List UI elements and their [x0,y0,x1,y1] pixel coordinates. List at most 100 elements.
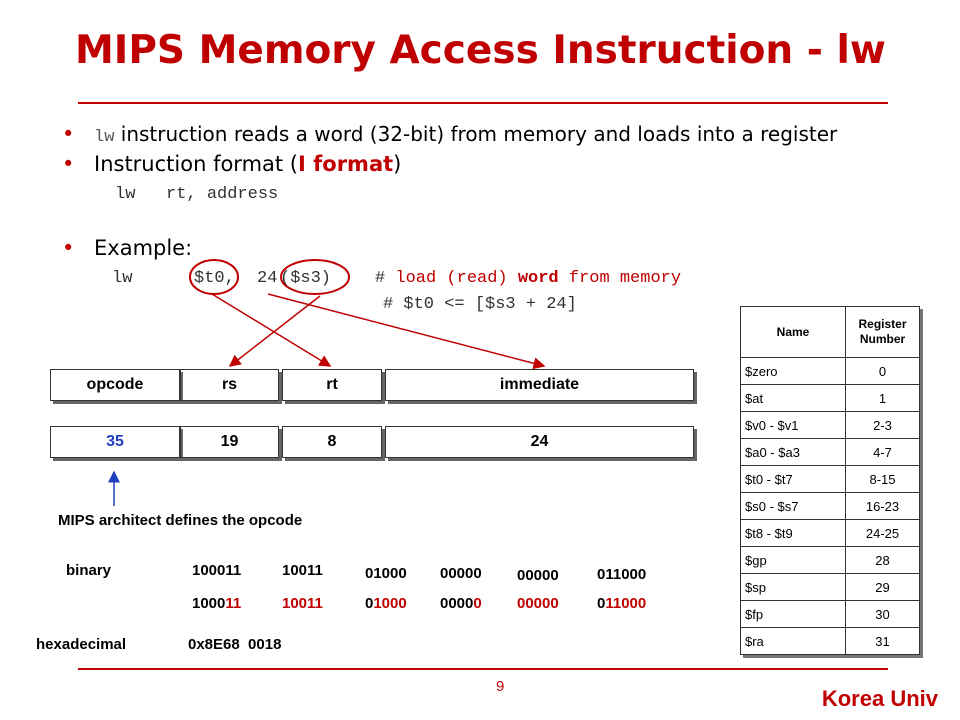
format-post: ) [393,152,402,176]
example-base: ($s3) [280,269,332,288]
example-comment: # load (read) word from memory [375,269,681,288]
bullet-dot-icon: • [62,152,75,176]
example-offset: 24 [257,269,278,288]
bullet-instruction-format: • Instruction format (I format) [62,152,401,176]
header-name: Name [740,306,846,358]
binary-row1-imm1: 00000 [440,565,482,582]
binary-row1-opcode: 100011 [192,562,242,579]
comment-hash: # [375,269,386,288]
format-pre: Instruction format ( [94,152,299,176]
bits-red: 11000 [605,595,647,612]
reg-number: 31 [845,627,920,655]
bits-red: 11 [225,595,242,612]
binary-row2-g5: 00000 [517,595,559,612]
reg-name: $ra [740,627,846,655]
binary-row2-g2: 10011 [282,595,323,612]
reg-number: 24-25 [845,519,920,547]
footer-brand: Korea Univ [821,686,938,711]
field-value-immediate: 24 [385,426,694,458]
binary-row1-rt: 01000 [365,565,407,582]
register-table-header: Name Register Number [740,306,920,358]
reg-name: $t0 - $t7 [740,465,846,493]
reg-number: 29 [845,573,920,601]
bits-red: 10011 [282,595,323,612]
field-value-rt: 8 [282,426,382,458]
binary-row2-g1: 100011 [192,595,241,612]
reg-number: 16-23 [845,492,920,520]
binary-row1-rs: 10011 [282,562,323,579]
reg-number: 4-7 [845,438,920,466]
bits-black: 0000 [440,595,474,612]
bits-red: 0 [473,595,482,612]
bullet-dot-icon: • [62,236,75,260]
reg-number: 0 [845,357,920,385]
bits-black: 0 [365,595,374,612]
bits-red: 00000 [517,595,559,612]
reg-name: $a0 - $a3 [740,438,846,466]
binary-label: binary [66,562,112,579]
field-label-opcode: opcode [50,369,180,401]
example-comment-2: # $t0 <= [$s3 + 24] [383,295,577,314]
comment-load: load (read) [395,269,508,288]
hex-value: 0x8E68 0018 [188,636,282,653]
reg-name: $v0 - $v1 [740,411,846,439]
lw-description-text: instruction reads a word (32-bit) from m… [114,122,838,146]
reg-name: $zero [740,357,846,385]
bits-red: 1000 [373,595,407,612]
page-number: 9 [496,678,505,695]
slide-title: MIPS Memory Access Instruction - lw [75,28,886,73]
reg-number: 1 [845,384,920,412]
arrow-s3-to-rs [228,295,321,367]
header-register-number: Register Number [845,306,920,358]
binary-row2-g6: 011000 [597,595,646,612]
format-emphasis: I format [298,152,394,176]
reg-number: 8-15 [845,465,920,493]
hex-label: hexadecimal [36,636,127,653]
example-rt: $t0, [194,269,235,288]
example-op: lw [112,269,133,288]
opcode-note: MIPS architect defines the opcode [58,512,303,529]
field-label-immediate: immediate [385,369,694,401]
bits-black: 1000 [192,595,226,612]
footer-divider [78,668,888,670]
t0-circle [189,259,239,295]
bits-black: 0 [597,595,606,612]
s3-circle [280,259,350,295]
reg-number: 2-3 [845,411,920,439]
field-label-rs: rs [180,369,279,401]
arrow-offset-to-imm [267,293,546,370]
comment-from: from memory [568,269,682,288]
arrow-t0-to-rt [211,293,332,367]
reg-name: $t8 - $t9 [740,519,846,547]
comment-word: word [517,269,559,288]
field-value-rs: 19 [180,426,279,458]
bullet-lw-description: • lw instruction reads a word (32-bit) fr… [62,122,837,147]
bullet-dot-icon: • [62,122,75,146]
format-syntax: lw rt, address [115,185,279,204]
reg-name: $at [740,384,846,412]
reg-name: $fp [740,600,846,628]
reg-name: $sp [740,573,846,601]
bullet-example: •Example: [62,236,192,260]
binary-row2-g4: 00000 [440,595,482,612]
field-label-rt: rt [282,369,382,401]
reg-name: $s0 - $s7 [740,492,846,520]
binary-row1-imm2: 00000 [517,567,559,584]
binary-row1-imm3: 011000 [597,566,647,583]
title-divider [78,102,888,104]
lw-keyword: lw [94,128,115,147]
field-value-opcode: 35 [50,426,180,458]
